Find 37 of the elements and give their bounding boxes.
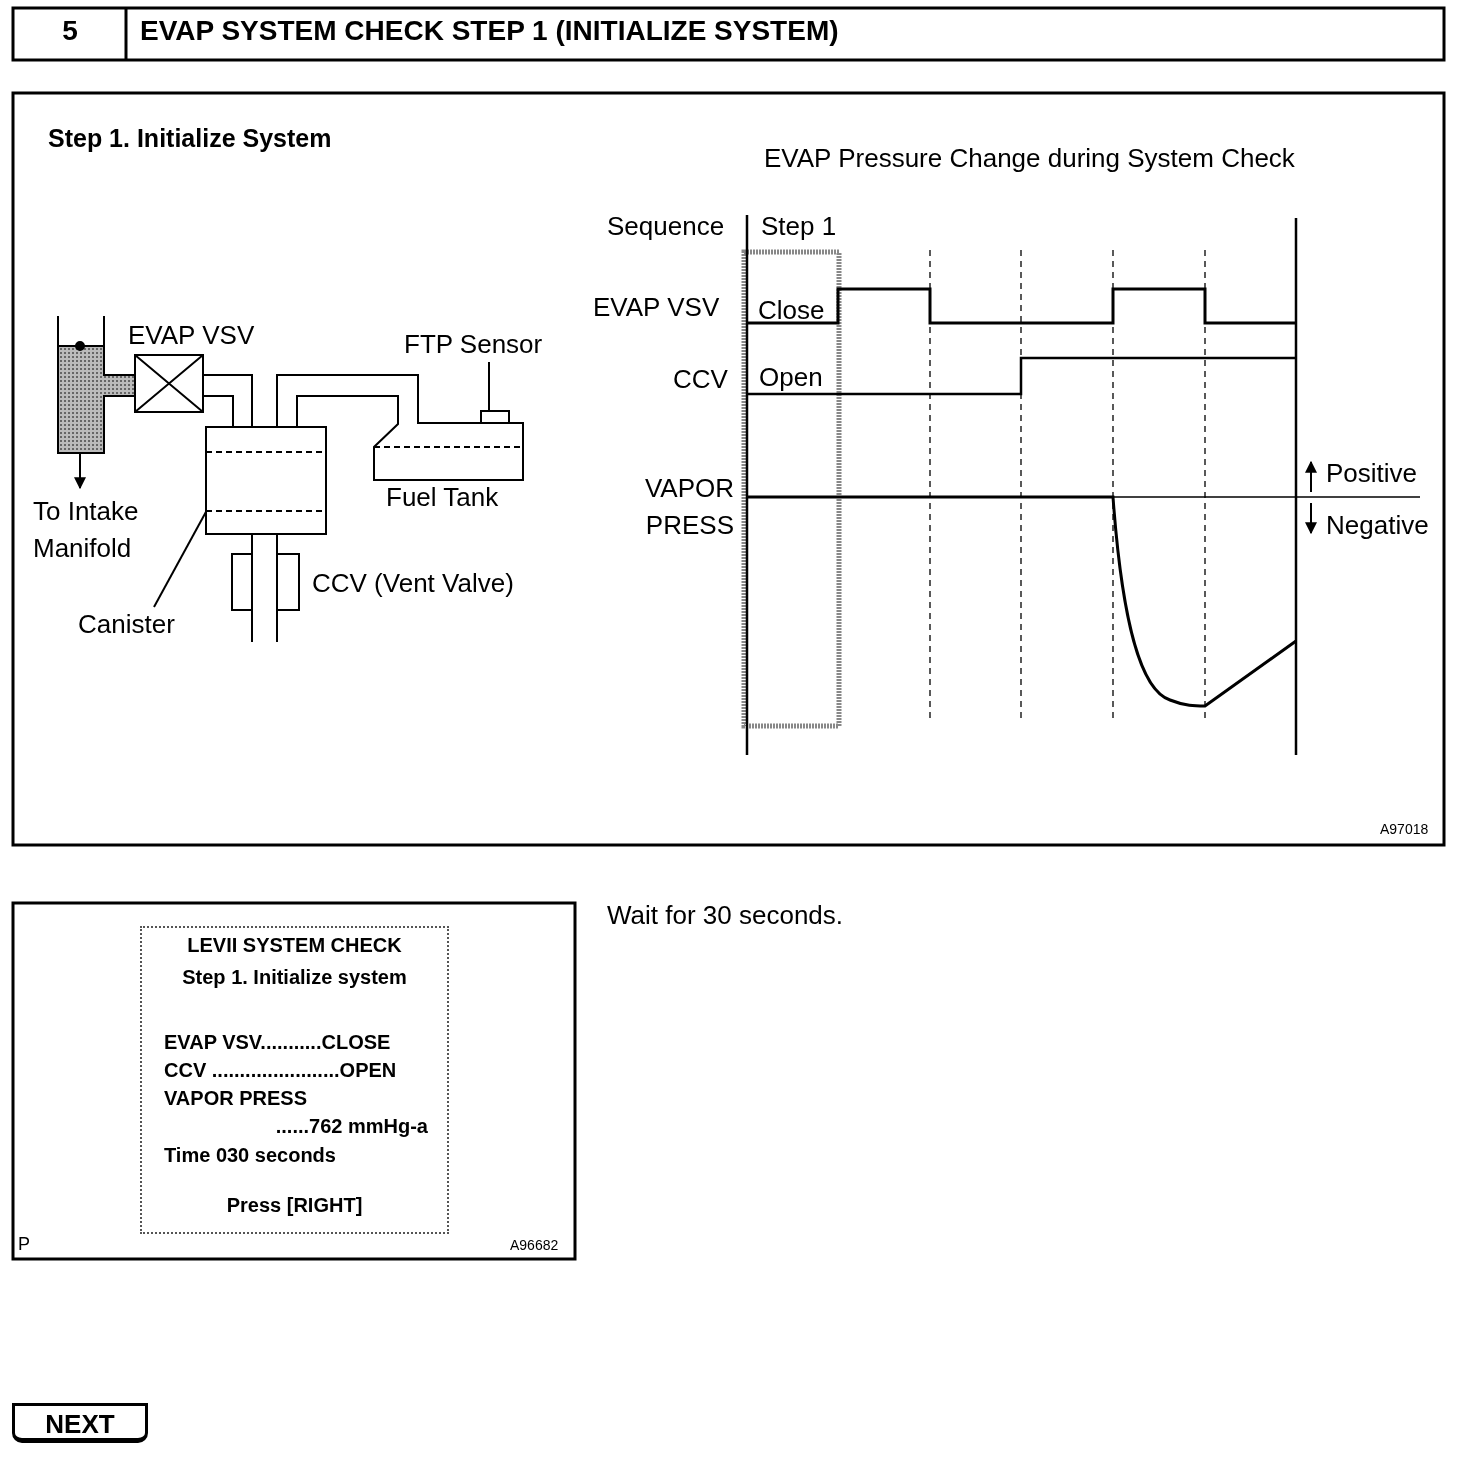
step-label: Step 1 (761, 211, 837, 241)
state-label: Open (759, 362, 823, 392)
instruction-text: Wait for 30 seconds. (607, 900, 844, 930)
screen-text: CCV .......................OPEN (164, 1058, 397, 1082)
leader-line (488, 361, 490, 412)
leader-line (153, 509, 208, 608)
figure-code: A96682 (510, 1237, 559, 1253)
display-screen (140, 926, 449, 1234)
axis-label: Positive (1326, 458, 1418, 488)
axis-label: Negative (1326, 510, 1429, 540)
sensor-box (480, 410, 510, 424)
screen-text: EVAP VSV...........CLOSE (164, 1030, 391, 1054)
part-label: FTP Sensor (404, 329, 543, 359)
screen-text: ......762 mmHg-a (275, 1114, 428, 1138)
next-button: NEXT (12, 1403, 148, 1443)
part-label: EVAP VSV (128, 320, 255, 350)
row-label: EVAP VSV (593, 292, 720, 322)
part-label: CCV (Vent Valve) (312, 568, 514, 598)
row-label: CCV (673, 364, 728, 394)
step-number: 5 (61, 16, 79, 46)
screen-text: Time 030 seconds (164, 1143, 336, 1167)
screen-heading: LEVII SYSTEM CHECK (186, 933, 403, 957)
state-label: Close (758, 295, 825, 325)
section-heading: Step 1. Initialize System (48, 123, 332, 153)
row-label: VAPOR PRESS (643, 472, 734, 542)
figure-code: A97018 (1380, 821, 1429, 837)
chart-title: EVAP Pressure Change during System Check (764, 143, 1295, 173)
page-title: EVAP SYSTEM CHECK STEP 1 (INITIALIZE SYSTEM) (140, 16, 839, 46)
screen-mark: P (18, 1234, 30, 1254)
canister-body (205, 426, 327, 535)
part-label: Fuel Tank (386, 482, 499, 512)
part-label: Canister (78, 609, 175, 639)
part-label: To Intake Manifold (33, 495, 140, 565)
screen-heading: Step 1. Initialize system (181, 965, 408, 989)
screen-text: Press [RIGHT] (225, 1193, 364, 1217)
screen-text: VAPOR PRESS (164, 1086, 307, 1110)
row-label: Sequence (607, 211, 725, 241)
